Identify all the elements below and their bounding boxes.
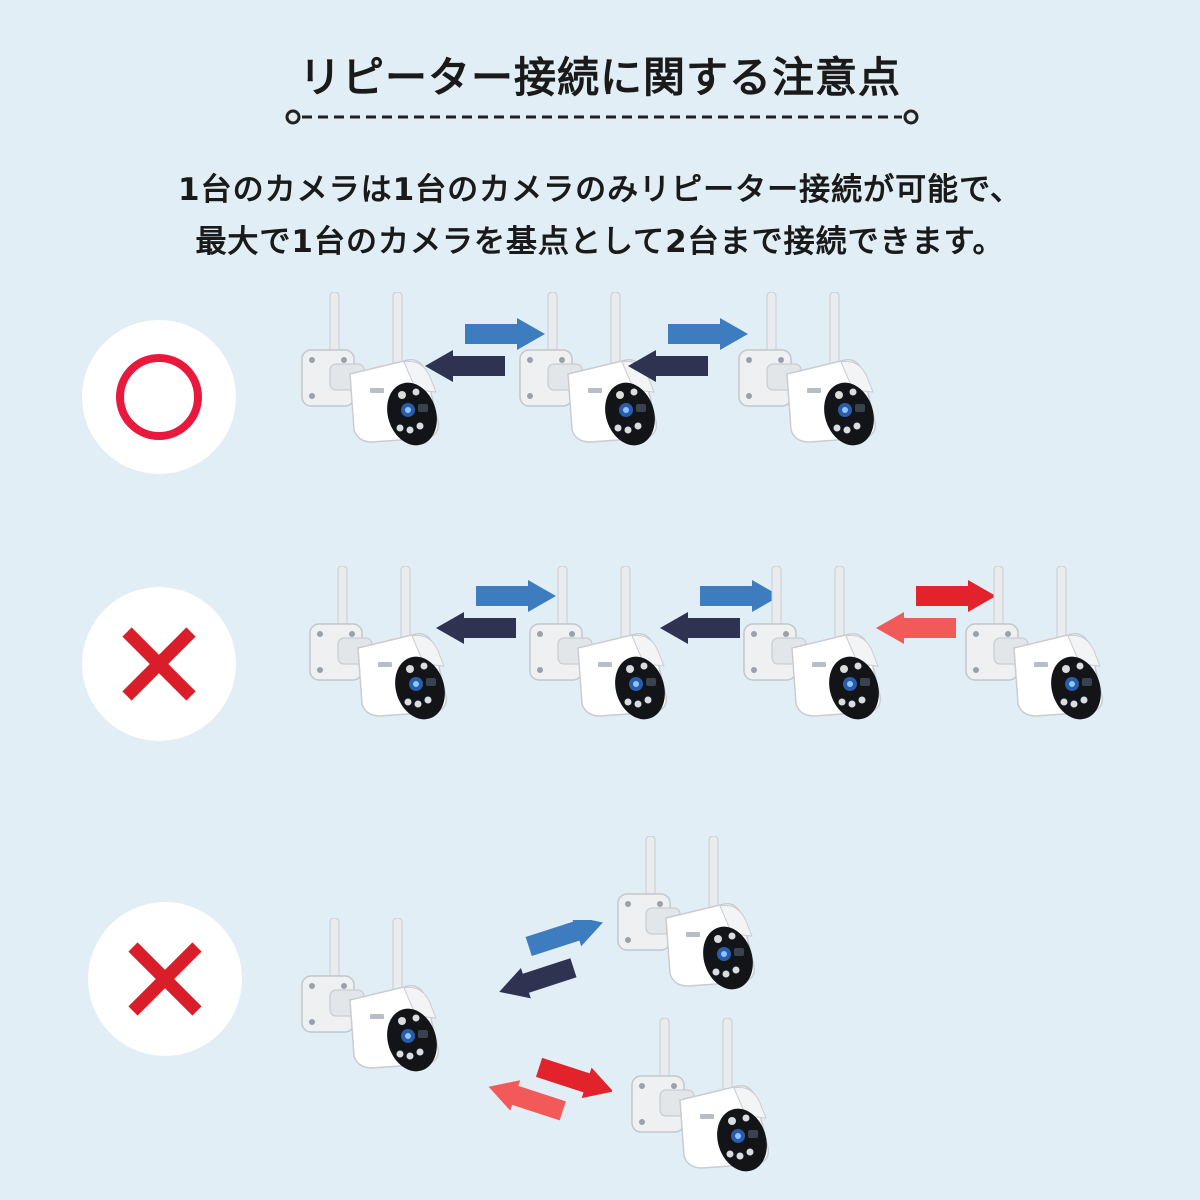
cross-mark-icon	[128, 942, 202, 1016]
camera-2	[616, 836, 776, 1006]
camera-4	[964, 566, 1124, 736]
circle-mark-icon	[116, 354, 202, 440]
description-line-2: 最大で1台のカメラを基点として2台まで接続できます。	[195, 224, 1005, 260]
connection-arrows	[490, 920, 614, 1000]
invalid-connection-arrows	[488, 1052, 612, 1132]
description-line-1: 1台のカメラは1台のカメラのみリピーター接続が可能で、	[178, 172, 1022, 208]
invalid-connection-arrows	[876, 580, 996, 650]
connection-arrows	[628, 318, 748, 388]
camera-1	[300, 918, 460, 1088]
page-title: リピーター接続に関する注意点	[298, 53, 901, 102]
camera-3	[737, 292, 897, 462]
title-divider	[285, 109, 919, 125]
camera-3	[630, 1018, 790, 1188]
ng-badge	[82, 587, 236, 741]
description: 1台のカメラは1台のカメラのみリピーター接続が可能で、 最大で1台のカメラを基点…	[0, 164, 1200, 268]
connection-arrows	[425, 318, 545, 388]
ok-badge	[82, 320, 236, 474]
connection-arrows	[660, 580, 780, 650]
cross-mark-icon	[122, 627, 196, 701]
connection-arrows	[436, 580, 556, 650]
ng-badge	[88, 902, 242, 1056]
